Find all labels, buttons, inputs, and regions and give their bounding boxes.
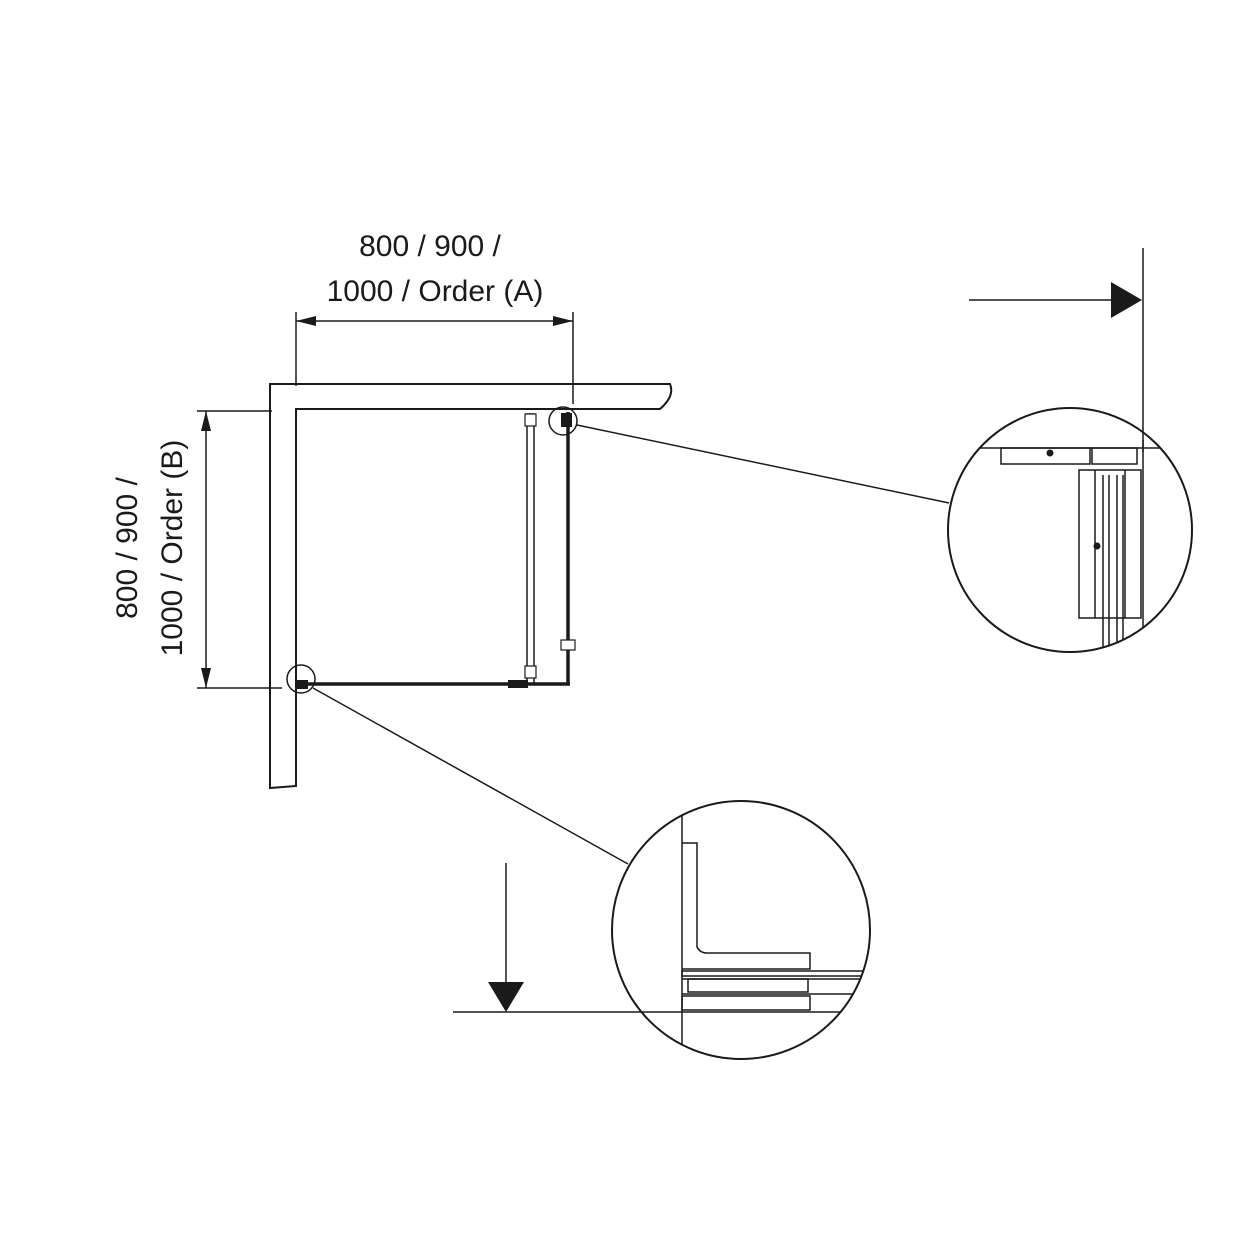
arrow-head-down: [488, 982, 524, 1012]
measurement-arrow-down: [453, 863, 683, 1013]
dimension-a-arrow-left: [296, 316, 316, 326]
side-panel-stabiliser: [560, 639, 576, 651]
dimension-b-arrow-top: [201, 411, 211, 431]
front-panel-wall-fixing: [296, 680, 308, 689]
dimension-a-label-line2: 1000 / Order (A): [327, 275, 544, 308]
dimension-b: 800 / 900 / 1000 / Order (B): [111, 410, 282, 689]
arrow-head-right: [1111, 282, 1142, 318]
dimension-a-label-line1: 800 / 900 /: [359, 230, 501, 263]
front-panel-handle: [508, 680, 528, 688]
sliding-door-panel: [526, 413, 535, 685]
wall-outline: [269, 383, 673, 790]
dimension-a-arrow-right: [553, 316, 573, 326]
detail-circle-top-right: [947, 407, 1193, 653]
detail-marker-bottom-left: [286, 664, 316, 694]
dimension-b-arrow-bottom: [201, 668, 211, 688]
detail-circle-bottom-left: [611, 800, 871, 1060]
dimension-b-label-line2: 1000 / Order (B): [156, 440, 189, 657]
leader-line-top-right: [576, 424, 950, 504]
side-panel-top-fixing: [561, 413, 572, 427]
detail-marker-top-right: [548, 406, 578, 436]
measurement-arrow-right: [969, 248, 1144, 452]
dimension-a: 800 / 900 / 1000 / Order (A): [295, 230, 574, 404]
detail-view-top-right: [947, 407, 1193, 653]
shower-enclosure: [296, 412, 576, 689]
dimension-b-label-line1: 800 / 900 /: [111, 476, 144, 618]
door-bottom-roller: [524, 665, 537, 679]
door-top-roller: [524, 413, 537, 427]
detail-view-bottom-left: [611, 800, 871, 1060]
leader-line-bottom-left: [312, 687, 629, 865]
